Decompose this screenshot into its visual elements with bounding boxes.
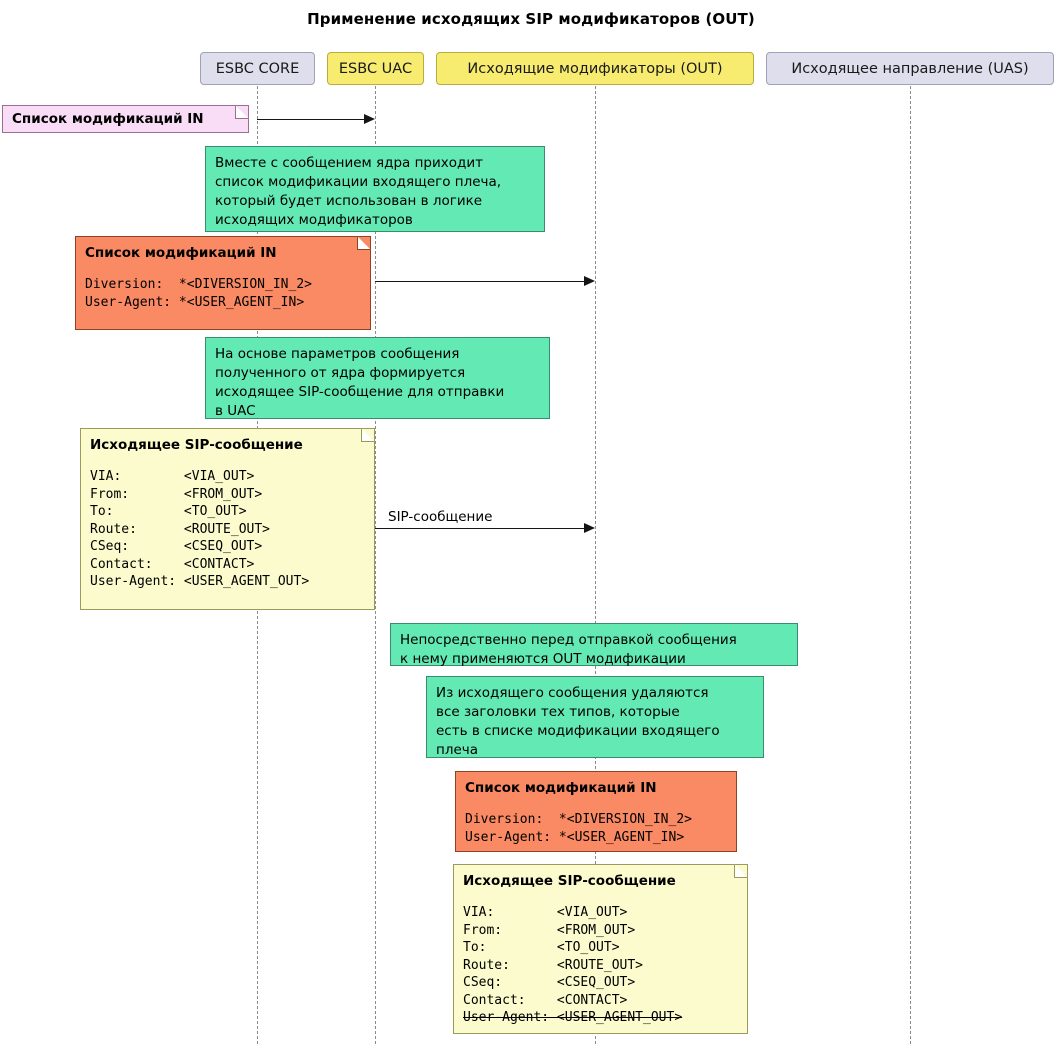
note-line: исходящее SIP-сообщение для отправки [215,384,505,400]
note-outgoing-sip-message-2: Исходящее SIP-сообщение VIA: <VIA_OUT> F… [453,864,748,1034]
note-line: To: <TO_OUT> [90,504,247,519]
note-line: Diversion: *<DIVERSION_IN_2> [85,277,312,292]
note-spacer [90,457,365,468]
note-line: Вместе с сообщением ядра приходит [215,155,483,171]
note-outgoing-sip-message-1: Исходящее SIP-сообщение VIA: <VIA_OUT> F… [80,428,375,610]
lifeline-esbc-uac [375,86,376,1044]
message-arrow-2-line [375,281,586,282]
note-line: VIA: <VIA_OUT> [463,905,628,920]
note-spacer [463,893,738,904]
note-line: User-Agent: *<USER_AGENT_IN> [85,294,305,310]
note-line: Diversion: *<DIVERSION_IN_2> [465,812,692,827]
note-line: Route: <ROUTE_OUT> [90,521,271,537]
note-line: From: <FROM_OUT> [463,922,636,938]
page-title: Применение исходящих SIP модификаторов (… [307,10,755,28]
note-line: к нему применяются OUT модификации [400,651,686,667]
note-line: все заголовки тех типов, которые [436,704,680,720]
participant-outgoing-modifiers[interactable]: Исходящие модификаторы (OUT) [436,52,754,85]
note-line: User-Agent: *<USER_AGENT_IN> [465,829,685,845]
note-title: Список модификаций IN [85,245,277,261]
message-arrow-3-line [375,528,586,529]
note-line: To: <TO_OUT> [463,940,620,955]
message-arrow-2-head [584,276,595,286]
note-line: исходящих модификаторов [215,212,413,228]
note-line: Route: <ROUTE_OUT> [463,957,644,973]
participant-label: Исходящие модификаторы (OUT) [467,60,723,77]
note-line: плеча [436,742,479,758]
note-line: User-Agent: <USER_AGENT_OUT> [90,574,310,589]
message-arrow-1-head [364,114,375,124]
note-title: Список модификаций IN [465,780,657,796]
message-arrow-3-head [584,523,595,533]
note-line: CSeq: <CSEQ_OUT> [90,539,263,554]
note-modification-list-in-orange-2: Список модификаций IN Diversion: *<DIVER… [455,771,737,852]
participant-outgoing-direction[interactable]: Исходящее направление (UAS) [766,52,1054,85]
note-title: Список модификаций IN [12,111,204,127]
note-line: список модификации входящего плеча, [215,174,502,190]
note-green-outgoing-sip-built: На основе параметров сообщения полученно… [205,337,550,419]
participant-label: ESBC CORE [215,60,300,77]
participant-label: ESBC UAC [338,60,413,77]
note-line: полученного от ядра формируется [215,365,466,381]
participant-label: Исходящее направление (UAS) [791,60,1029,77]
note-modification-list-in-orange-1: Список модификаций IN Diversion: *<DIVER… [75,236,371,330]
note-title: Исходящее SIP-сообщение [463,873,676,889]
participant-esbc-core[interactable]: ESBC CORE [200,52,315,85]
note-line-struck: User-Agent: <USER_AGENT_OUT> [463,1010,683,1025]
note-green-out-modifications-applied: Непосредственно перед отправкой сообщени… [390,623,798,667]
lifeline-outgoing-modifiers [595,86,596,1044]
note-line: в UAC [215,403,256,419]
note-line: Contact: <CONTACT> [463,992,628,1008]
note-spacer [85,265,361,276]
note-green-incoming-mod-list: Вместе с сообщением ядра приходит список… [205,146,545,232]
note-modification-list-in-pink: Список модификаций IN [2,105,249,133]
participant-esbc-uac[interactable]: ESBC UAC [327,52,424,85]
note-line: VIA: <VIA_OUT> [90,469,255,484]
note-line: есть в списке модификации входящего [436,723,720,739]
note-line: который будет использован в логике [215,193,483,209]
note-line: Непосредственно перед отправкой сообщени… [400,632,737,648]
note-line: Contact: <CONTACT> [90,556,255,572]
note-spacer [465,800,727,811]
message-arrow-1-line [257,119,367,120]
lifeline-outgoing-direction [910,86,911,1044]
note-title: Исходящее SIP-сообщение [90,437,303,453]
note-green-headers-removed: Из исходящего сообщения удаляются все за… [426,676,764,758]
note-line: Из исходящего сообщения удаляются [436,685,709,701]
note-line: From: <FROM_OUT> [90,486,263,502]
note-line: CSeq: <CSEQ_OUT> [463,975,636,990]
note-line: На основе параметров сообщения [215,346,460,362]
message-arrow-3-label: SIP-сообщение [388,509,493,525]
